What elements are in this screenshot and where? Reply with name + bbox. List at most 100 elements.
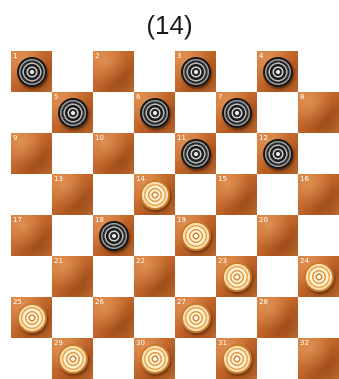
white-checker-piece[interactable]	[222, 344, 252, 374]
square-number: 15	[218, 175, 227, 183]
square-number: 6	[136, 93, 140, 101]
board-square-1[interactable]: 1	[11, 51, 52, 92]
board-square-light[interactable]	[93, 92, 134, 133]
black-checker-piece[interactable]	[181, 57, 211, 87]
square-number: 16	[300, 175, 309, 183]
board-square-27[interactable]: 27	[175, 297, 216, 338]
black-checker-piece[interactable]	[263, 139, 293, 169]
black-checker-piece[interactable]	[181, 139, 211, 169]
board-square-2[interactable]: 2	[93, 51, 134, 92]
board-square-light[interactable]	[298, 297, 339, 338]
board-square-light[interactable]	[216, 297, 257, 338]
black-checker-piece[interactable]	[140, 98, 170, 128]
board-square-8[interactable]: 8	[298, 92, 339, 133]
board-square-19[interactable]: 19	[175, 215, 216, 256]
board-square-9[interactable]: 9	[11, 133, 52, 174]
board-square-31[interactable]: 31	[216, 338, 257, 379]
square-number: 18	[95, 216, 104, 224]
board-square-28[interactable]: 28	[257, 297, 298, 338]
board-square-light[interactable]	[93, 338, 134, 379]
board-square-20[interactable]: 20	[257, 215, 298, 256]
board-square-24[interactable]: 24	[298, 256, 339, 297]
white-checker-piece[interactable]	[304, 262, 334, 292]
square-number: 2	[95, 52, 99, 60]
board-square-light[interactable]	[93, 256, 134, 297]
board-square-29[interactable]: 29	[52, 338, 93, 379]
board-square-light[interactable]	[11, 174, 52, 215]
board-square-light[interactable]	[52, 133, 93, 174]
white-checker-piece[interactable]	[140, 180, 170, 210]
board-square-light[interactable]	[216, 215, 257, 256]
board-square-light[interactable]	[298, 215, 339, 256]
board-square-light[interactable]	[134, 133, 175, 174]
board-square-light[interactable]	[93, 174, 134, 215]
white-checker-piece[interactable]	[222, 262, 252, 292]
board-square-23[interactable]: 23	[216, 256, 257, 297]
white-checker-piece[interactable]	[140, 344, 170, 374]
board-square-6[interactable]: 6	[134, 92, 175, 133]
board-square-12[interactable]: 12	[257, 133, 298, 174]
white-checker-piece[interactable]	[181, 303, 211, 333]
board-square-light[interactable]	[298, 133, 339, 174]
square-number: 7	[218, 93, 222, 101]
board-square-16[interactable]: 16	[298, 174, 339, 215]
board-square-light[interactable]	[52, 297, 93, 338]
board-square-light[interactable]	[134, 215, 175, 256]
board-square-light[interactable]	[175, 256, 216, 297]
square-number: 3	[177, 52, 181, 60]
board-square-light[interactable]	[298, 51, 339, 92]
square-number: 11	[177, 134, 186, 142]
board-square-7[interactable]: 7	[216, 92, 257, 133]
square-number: 1	[13, 52, 17, 60]
board-square-light[interactable]	[216, 133, 257, 174]
square-number: 32	[300, 339, 309, 347]
square-number: 13	[54, 175, 63, 183]
board-square-light[interactable]	[257, 174, 298, 215]
board-square-light[interactable]	[257, 92, 298, 133]
black-checker-piece[interactable]	[58, 98, 88, 128]
square-number: 25	[13, 298, 22, 306]
black-checker-piece[interactable]	[99, 221, 129, 251]
board-square-26[interactable]: 26	[93, 297, 134, 338]
board-square-light[interactable]	[257, 256, 298, 297]
white-checker-piece[interactable]	[58, 344, 88, 374]
board-square-light[interactable]	[134, 297, 175, 338]
board-square-17[interactable]: 17	[11, 215, 52, 256]
board-square-light[interactable]	[52, 215, 93, 256]
board-square-21[interactable]: 21	[52, 256, 93, 297]
board-square-light[interactable]	[257, 338, 298, 379]
board-square-25[interactable]: 25	[11, 297, 52, 338]
board-square-32[interactable]: 32	[298, 338, 339, 379]
board-square-3[interactable]: 3	[175, 51, 216, 92]
white-checker-piece[interactable]	[17, 303, 47, 333]
square-number: 5	[54, 93, 58, 101]
board-square-18[interactable]: 18	[93, 215, 134, 256]
square-number: 26	[95, 298, 104, 306]
square-number: 8	[300, 93, 304, 101]
board-square-30[interactable]: 30	[134, 338, 175, 379]
board-square-light[interactable]	[175, 92, 216, 133]
board-square-light[interactable]	[134, 51, 175, 92]
board-square-light[interactable]	[175, 174, 216, 215]
board-square-light[interactable]	[216, 51, 257, 92]
board-square-4[interactable]: 4	[257, 51, 298, 92]
board-square-light[interactable]	[11, 92, 52, 133]
square-number: 9	[13, 134, 17, 142]
board-square-13[interactable]: 13	[52, 174, 93, 215]
board-square-11[interactable]: 11	[175, 133, 216, 174]
board-square-light[interactable]	[11, 338, 52, 379]
black-checker-piece[interactable]	[222, 98, 252, 128]
square-number: 24	[300, 257, 309, 265]
white-checker-piece[interactable]	[181, 221, 211, 251]
black-checker-piece[interactable]	[17, 57, 47, 87]
board-square-22[interactable]: 22	[134, 256, 175, 297]
board-square-15[interactable]: 15	[216, 174, 257, 215]
black-checker-piece[interactable]	[263, 57, 293, 87]
board-square-light[interactable]	[11, 256, 52, 297]
board-square-light[interactable]	[175, 338, 216, 379]
board-square-5[interactable]: 5	[52, 92, 93, 133]
board-square-14[interactable]: 14	[134, 174, 175, 215]
board-square-light[interactable]	[52, 51, 93, 92]
board-square-10[interactable]: 10	[93, 133, 134, 174]
